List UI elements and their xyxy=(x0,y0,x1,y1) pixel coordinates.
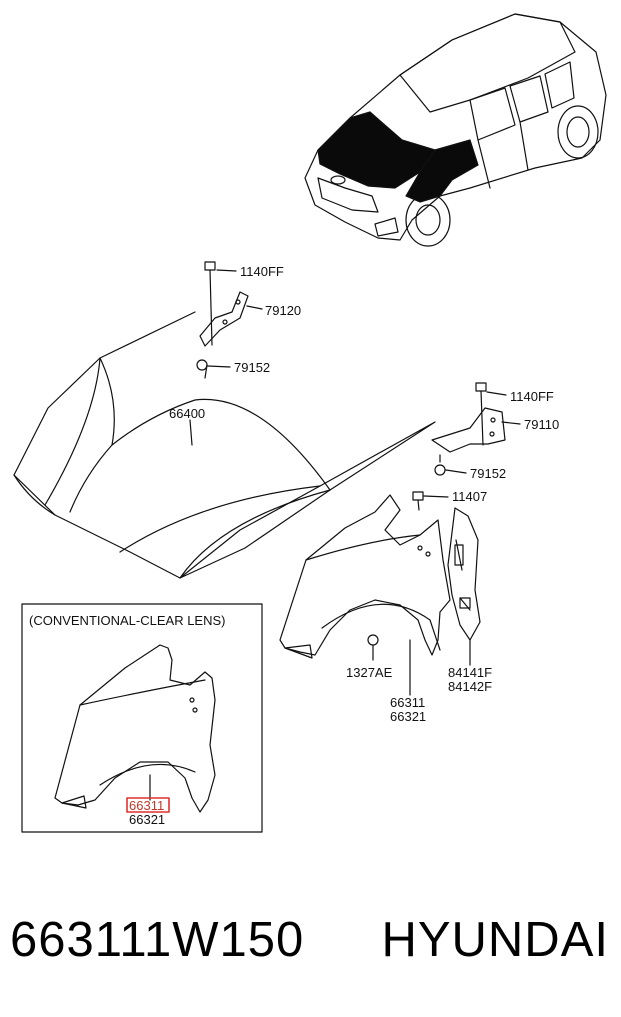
label-84142f: 84142F xyxy=(448,679,492,694)
label-66311: 66311 xyxy=(390,695,425,710)
inset-label-66321: 66321 xyxy=(129,812,165,827)
inset-title: (CONVENTIONAL-CLEAR LENS) xyxy=(29,613,225,628)
part-number: 663111W150 xyxy=(10,913,305,967)
hinge-right xyxy=(431,382,506,476)
label-1140ff-right: 1140FF xyxy=(510,389,554,404)
inset-box xyxy=(21,603,263,833)
hood-outline xyxy=(13,311,436,579)
fender-bolt xyxy=(412,491,424,501)
label-79120: 79120 xyxy=(265,303,301,318)
label-79152-right: 79152 xyxy=(470,466,506,481)
parts-diagram: 1140FF 79120 79152 66400 1140FF 79110 79… xyxy=(13,13,607,833)
inset-part-highlight xyxy=(126,797,170,813)
car-illustration xyxy=(304,13,607,247)
car-fender-highlight xyxy=(405,139,479,203)
footer: 663111W150 HYUNDAI xyxy=(0,900,621,980)
label-66400: 66400 xyxy=(169,406,205,421)
label-84141f: 84141F xyxy=(448,665,492,680)
label-1140ff-left: 1140FF xyxy=(240,264,284,279)
label-1327ae: 1327AE xyxy=(346,665,393,680)
inset-label-66311: 66311 xyxy=(129,798,164,813)
label-79152-left: 79152 xyxy=(234,360,270,375)
fender-main xyxy=(279,494,451,659)
inset-fender xyxy=(54,644,216,813)
brand-name: HYUNDAI xyxy=(381,913,609,967)
label-11407: 11407 xyxy=(452,489,487,504)
fender-seal xyxy=(447,507,481,641)
label-66321: 66321 xyxy=(390,709,426,724)
hinge-left xyxy=(196,261,249,379)
label-79110: 79110 xyxy=(524,417,559,432)
